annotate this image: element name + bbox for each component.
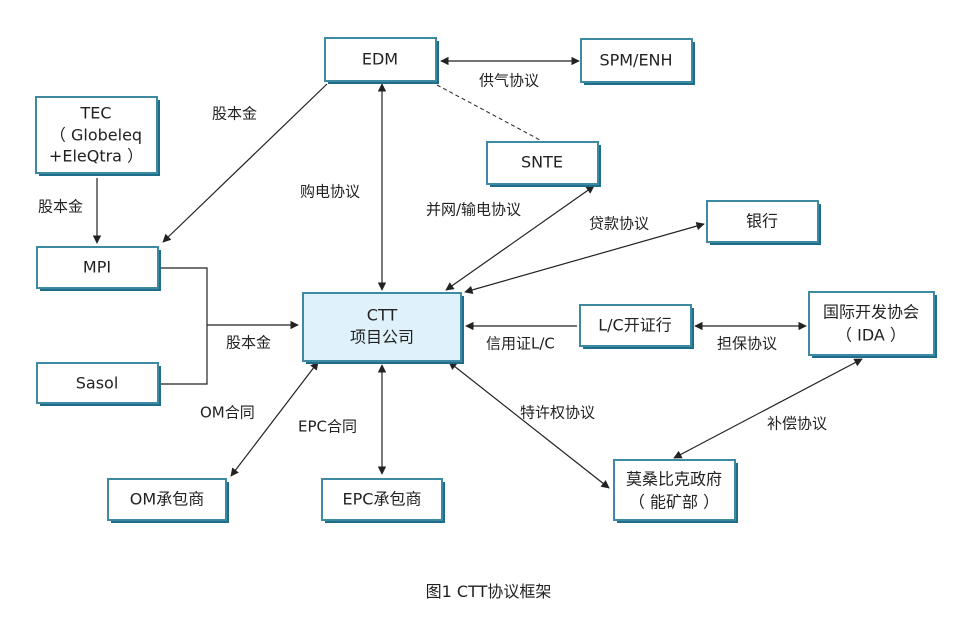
node-ida: 国际开发协会 （ IDA ） (808, 291, 937, 358)
edge-gov-ctt (448, 361, 610, 489)
edge-mpi-bracket (161, 267, 208, 385)
edge-label-lc-ida: 担保协议 (717, 335, 777, 353)
node-tec-line-1: TEC (79, 104, 111, 123)
node-lc-bank-label: L/C开证行 (598, 316, 671, 335)
node-tec: TEC （ Globeleq +EleQtra ） (35, 96, 160, 176)
node-tec-line-3: +EleQtra ） (49, 147, 143, 166)
edge-label-gov-ctt: 特许权协议 (520, 404, 595, 422)
node-ctt: CTT 项目公司 (302, 292, 464, 364)
edge-label-edm-spm: 供气协议 (479, 72, 539, 90)
edge-label-om-ctt: OM合同 (200, 404, 255, 422)
node-mozambique-gov-line-2: （ 能矿部 ） (629, 493, 719, 512)
node-ida-line-2: （ IDA ） (836, 326, 906, 345)
edge-ida-gov (673, 358, 863, 459)
node-snte-label: SNTE (521, 153, 563, 172)
edge-om-ctt (230, 361, 319, 477)
node-mozambique-gov-line-1: 莫桑比克政府 (626, 470, 722, 489)
edge-label-epc-ctt: EPC合同 (298, 418, 357, 436)
node-tec-line-2: （ Globeleq (50, 126, 142, 145)
node-om-contractor-label: OM承包商 (130, 490, 204, 509)
edge-label-edm-mpi: 股本金 (212, 105, 257, 123)
edge-bank-ctt (464, 222, 705, 294)
node-edm: EDM (324, 37, 439, 84)
node-ctt-line-2: 项目公司 (350, 328, 414, 347)
edge-label-tec-mpi: 股本金 (38, 198, 83, 216)
node-ctt-line-1: CTT (367, 306, 398, 325)
node-sasol-label: Sasol (76, 374, 119, 393)
edge-label-snte-ctt: 并网/输电协议 (426, 201, 521, 219)
node-mpi: MPI (36, 246, 161, 291)
edge-edm-mpi (162, 83, 328, 243)
node-epc-contractor: EPC承包商 (321, 478, 445, 523)
node-bank-label: 银行 (746, 212, 778, 231)
node-sasol: Sasol (36, 362, 161, 406)
edge-edm-snte (436, 84, 541, 141)
node-spm-enh: SPM/ENH (580, 38, 695, 85)
edge-label-equity-ctt: 股本金 (226, 334, 271, 352)
figure-caption: 图1 CTT协议框架 (425, 582, 552, 601)
edge-label-ida-gov: 补偿协议 (767, 415, 827, 433)
edges: 供气协议 股本金 股本金 购电协议 并网/输电协议 贷款协议 股本金 信用证L/… (38, 56, 863, 489)
node-edm-label: EDM (362, 50, 398, 69)
node-spm-enh-label: SPM/ENH (599, 51, 672, 70)
node-bank: 银行 (706, 200, 821, 245)
ctt-agreement-diagram: 供气协议 股本金 股本金 购电协议 并网/输电协议 贷款协议 股本金 信用证L/… (35, 37, 937, 523)
node-lc-bank: L/C开证行 (579, 304, 694, 349)
node-epc-contractor-label: EPC承包商 (343, 490, 422, 509)
edge-label-bank-ctt: 贷款协议 (589, 215, 649, 233)
node-mpi-label: MPI (83, 258, 111, 277)
node-om-contractor: OM承包商 (107, 478, 229, 523)
edge-label-edm-ctt: 购电协议 (300, 183, 360, 201)
edge-label-lc-ctt: 信用证L/C (486, 335, 555, 353)
node-ida-line-1: 国际开发协会 (823, 303, 919, 322)
node-snte: SNTE (486, 141, 601, 187)
node-mozambique-gov: 莫桑比克政府 （ 能矿部 ） (613, 459, 738, 523)
